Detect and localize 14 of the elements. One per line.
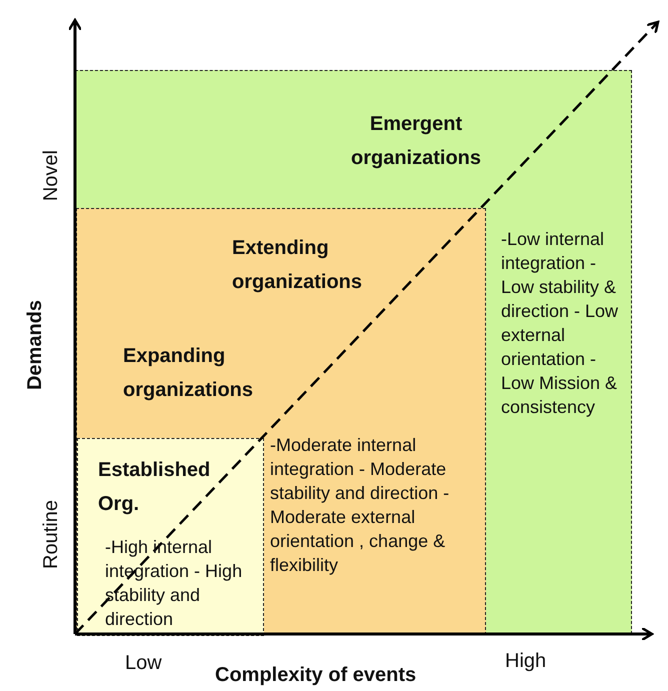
axis-title: Demands bbox=[24, 300, 47, 390]
characteristics-text: -Low internal integration - Low stability & direction - Low external orientation -Low Mission & consistency bbox=[501, 228, 620, 419]
axis-tick-label: Routine bbox=[40, 500, 63, 569]
axis-tick-label: High bbox=[505, 650, 546, 673]
axis-tick-label: Low bbox=[125, 652, 162, 675]
axis-tick-label: Novel bbox=[40, 150, 63, 202]
region-title: Emergent organizations bbox=[350, 112, 482, 171]
quadrant-region bbox=[77, 438, 264, 636]
region-title: Established Org. bbox=[98, 458, 212, 517]
characteristics-text: -Moderate internal integration - Moderate stability and direction - Moderate external orientation , change & flexibility bbox=[270, 434, 450, 577]
axis-title: Complexity of events bbox=[215, 664, 416, 687]
region-title: Extending organizations bbox=[232, 236, 364, 295]
quadrant-region bbox=[76, 208, 486, 635]
region-title: Expanding organizations bbox=[123, 344, 254, 403]
